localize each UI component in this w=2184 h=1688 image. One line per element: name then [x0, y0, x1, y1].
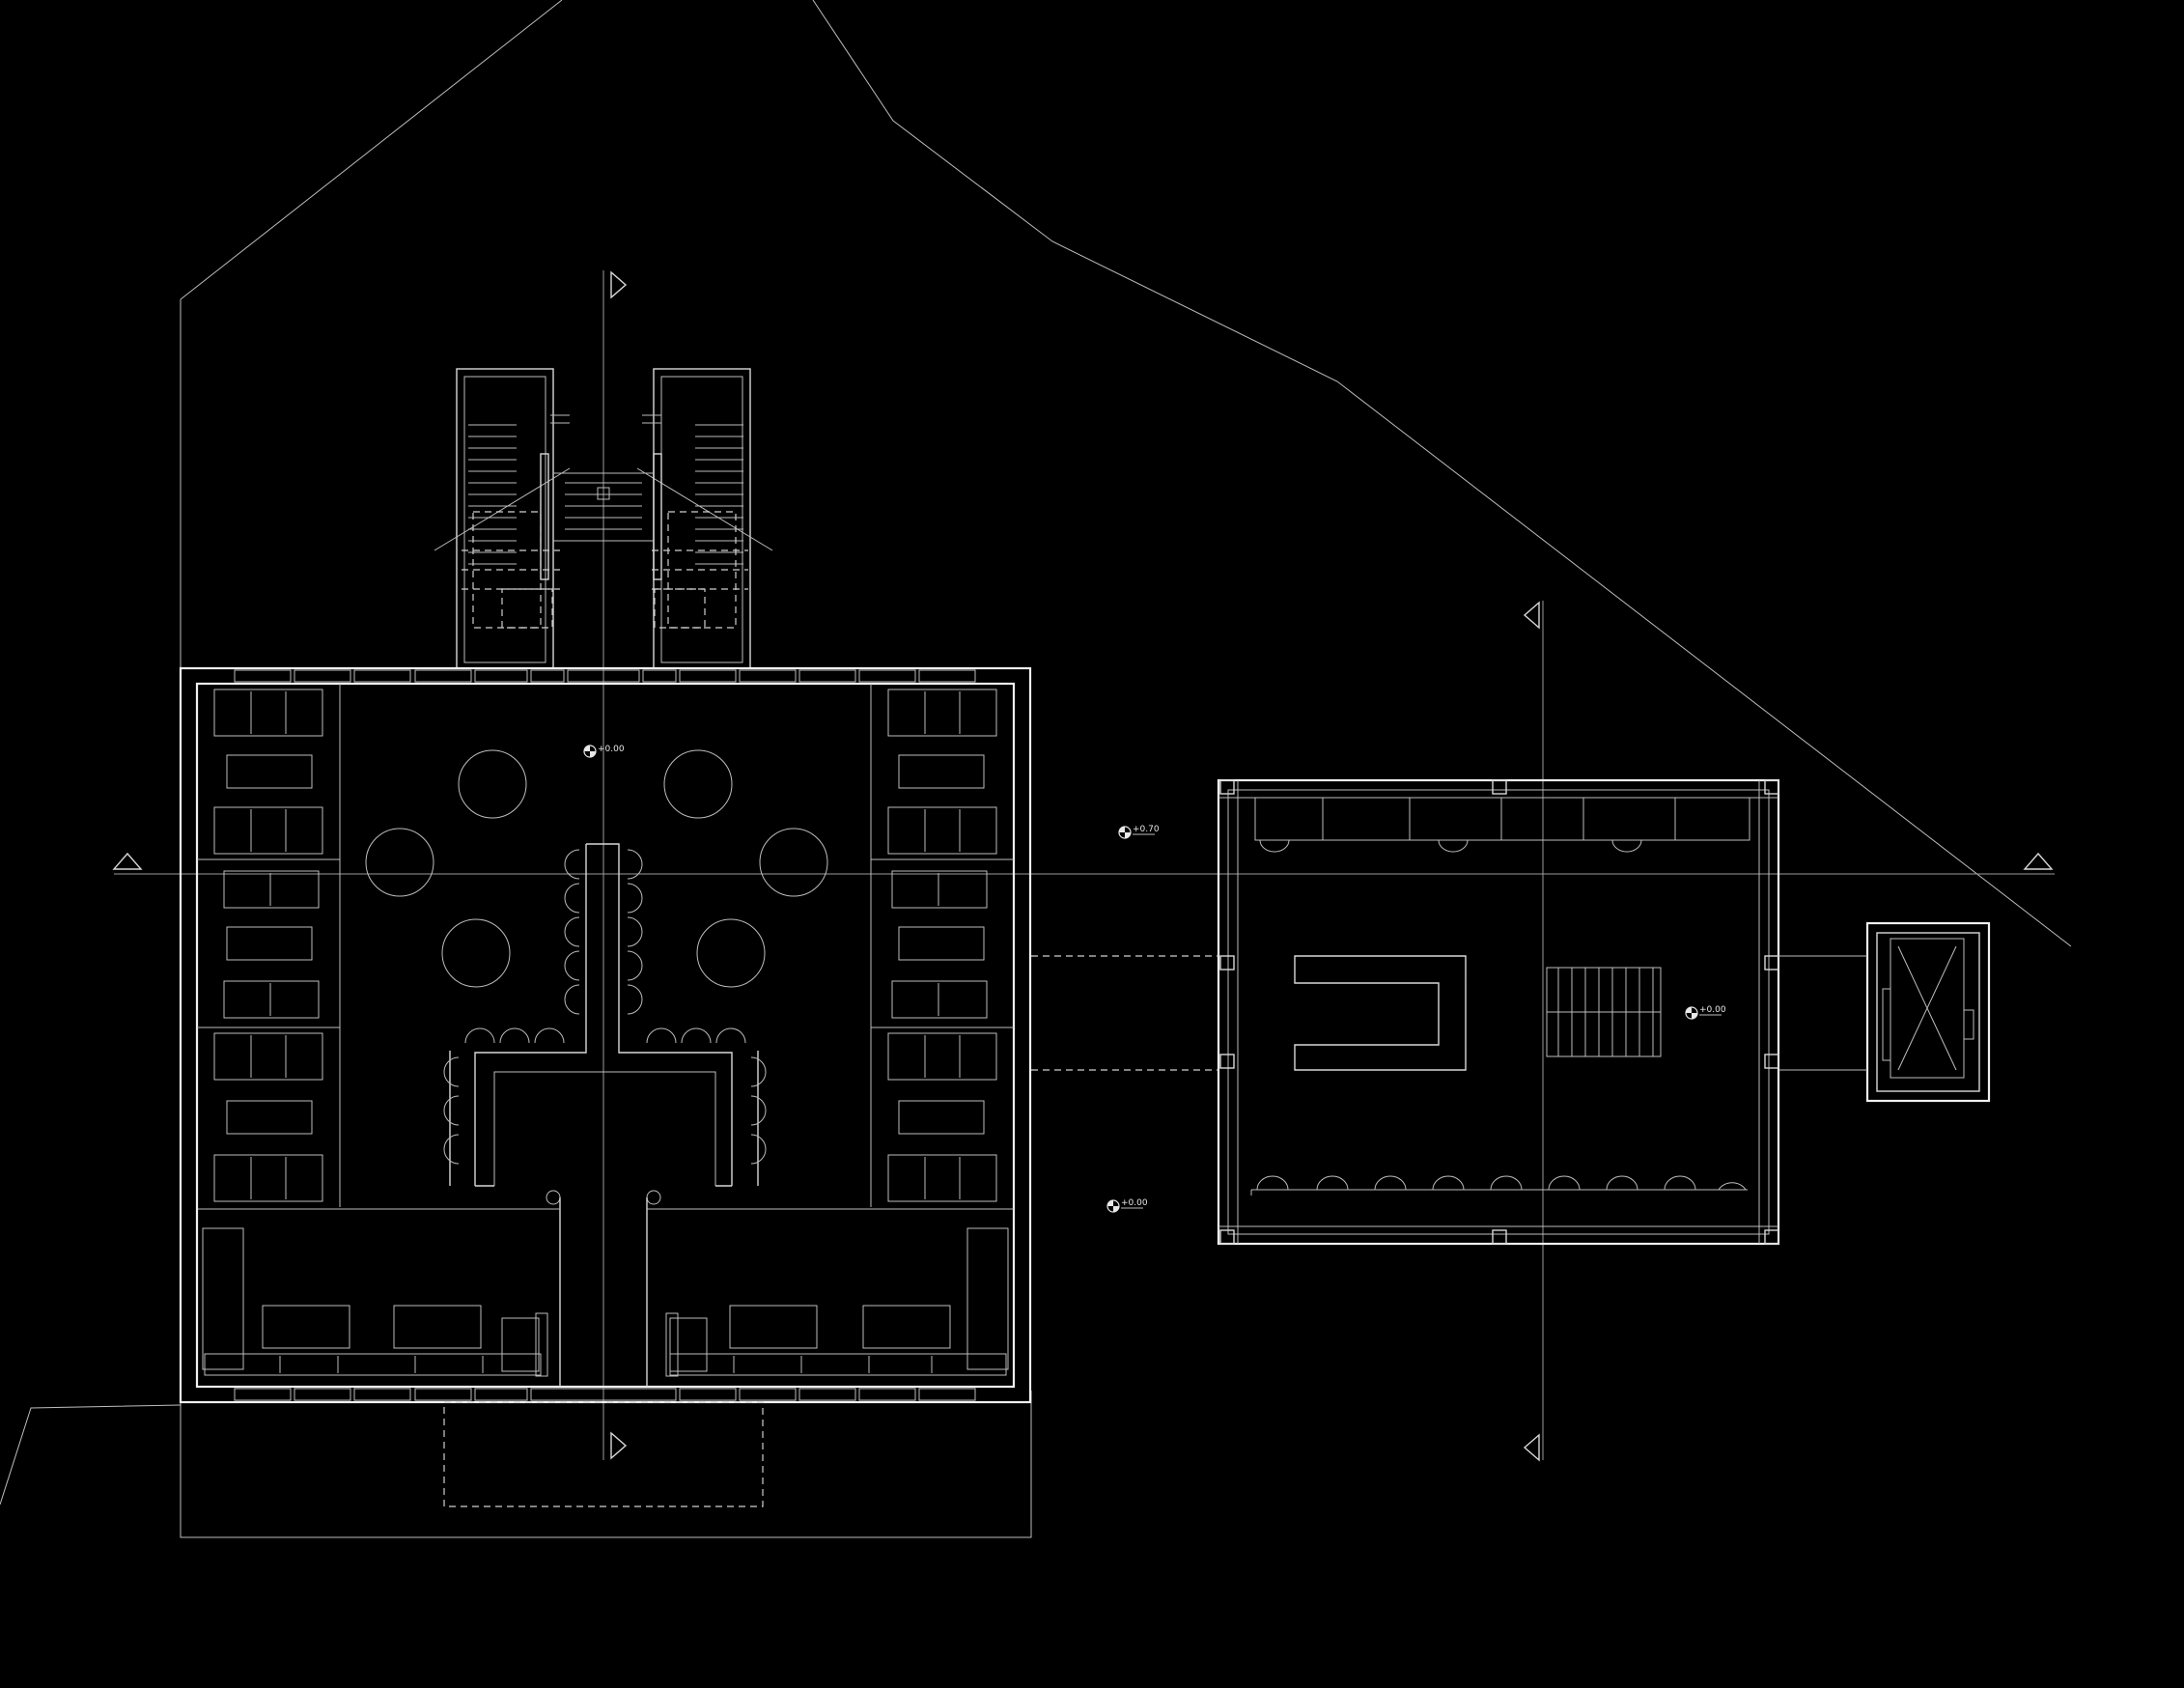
- round-tables: [365, 749, 828, 988]
- south-windows: [234, 1388, 976, 1401]
- pavilion-north-counter: [1254, 797, 1750, 853]
- section-arrow-icon: [112, 852, 143, 870]
- level-marker-between: +0.70: [1118, 825, 1160, 839]
- left-booths: [197, 684, 341, 1207]
- level-label: +0.00: [598, 745, 625, 754]
- section-arrow-icon: [1523, 601, 1540, 630]
- level-label: +0.00: [1699, 1005, 1726, 1015]
- level-marker-lower: +0.00: [1106, 1198, 1148, 1213]
- stair-tower-left: [434, 368, 571, 669]
- site-boundary: [0, 0, 2072, 1538]
- level-marker-main: +0.00: [583, 745, 625, 758]
- east-pavilion: [1031, 778, 1780, 1246]
- section-arrow-icon: [2023, 852, 2054, 870]
- bar-stools: [443, 849, 767, 1205]
- pavilion-columns: [1219, 779, 1779, 1245]
- main-building: [179, 666, 1032, 1507]
- section-arrow-icon: [1523, 1433, 1540, 1462]
- level-marker-pavilion: +0.00: [1685, 1005, 1726, 1020]
- level-label: +0.00: [1121, 1198, 1148, 1208]
- section-arrows: [112, 270, 2054, 1462]
- stair-bridge: [553, 472, 654, 542]
- bar-counter: [449, 843, 759, 1187]
- pavilion-u-counter: [1294, 955, 1467, 1071]
- right-booths: [870, 684, 1014, 1207]
- section-arrow-icon: [610, 270, 628, 299]
- south-lounge-left: [202, 1227, 548, 1377]
- central-corridor: [198, 1197, 1014, 1387]
- pavilion-stair: [1546, 967, 1662, 1057]
- axis-lines: [114, 270, 2055, 1460]
- level-label: +0.70: [1133, 825, 1160, 834]
- stair-tower-right: [636, 368, 773, 669]
- pavilion-south-bench: [1250, 1175, 1748, 1196]
- lift-core: [1778, 921, 1991, 1103]
- north-windows: [234, 669, 976, 683]
- south-lounge-right: [665, 1227, 1009, 1377]
- section-arrow-icon: [610, 1431, 628, 1460]
